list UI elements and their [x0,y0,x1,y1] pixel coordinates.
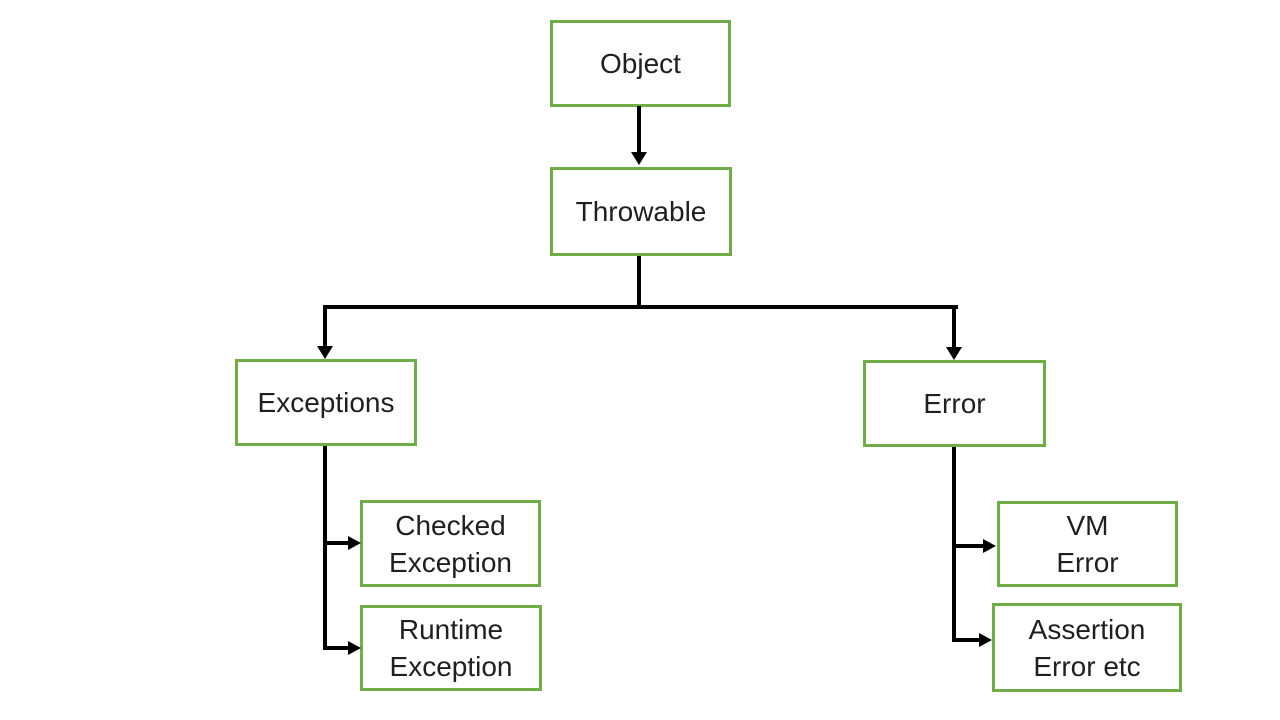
node-runtime-exception: Runtime Exception [360,605,542,691]
arrowhead-into-runtime-exception [348,641,361,655]
connector-spine-error [952,305,956,348]
arrowhead-into-error [946,347,962,360]
connector-error-assertion [952,638,980,642]
arrowhead-into-checked-exception [348,536,361,550]
arrowhead-into-exceptions [317,346,333,359]
node-vm-error: VM Error [997,501,1178,587]
arrowhead-into-vm-error [983,539,996,553]
arrowhead-into-throwable [631,152,647,165]
node-checked-exception: Checked Exception [360,500,541,587]
node-object: Object [550,20,731,107]
connector-branch-spine [323,305,958,309]
connector-spine-exceptions [323,305,327,347]
connector-exceptions-checked [323,541,349,545]
connector-throwable-stem [637,256,641,309]
node-exceptions: Exceptions [235,359,417,446]
connector-object-throwable [637,106,641,153]
connector-error-vm [952,544,984,548]
connector-exceptions-stem [323,446,327,650]
connector-exceptions-runtime [323,646,349,650]
node-assertion-error: Assertion Error etc [992,603,1182,692]
node-throwable: Throwable [550,167,732,256]
arrowhead-into-assertion-error [979,633,992,647]
node-error: Error [863,360,1046,447]
